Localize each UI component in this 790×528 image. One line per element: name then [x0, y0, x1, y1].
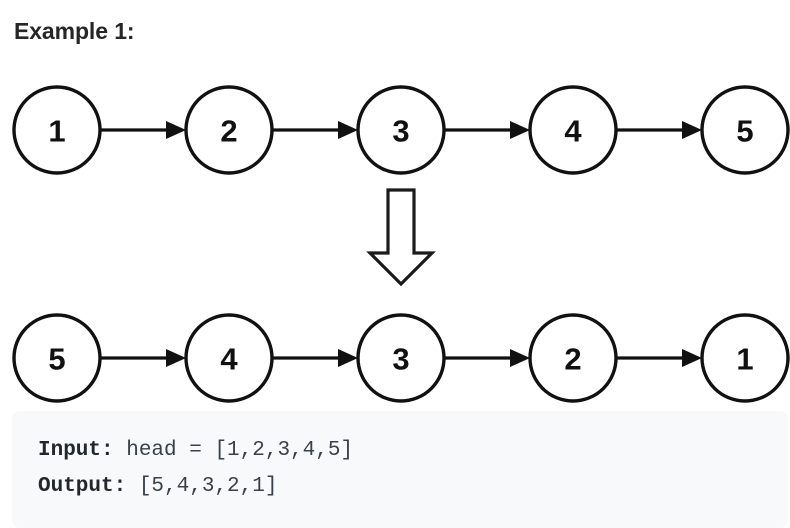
list-node-label: 4	[220, 342, 238, 377]
link-arrow-3-4	[445, 121, 530, 139]
link-arrow-2-1	[617, 349, 702, 367]
link-arrow-4-3	[273, 349, 358, 367]
list-node-label: 4	[564, 114, 582, 149]
list-node: 3	[356, 85, 446, 175]
linked-list-diagram: 1 2 3 4 5	[12, 85, 790, 403]
link-arrow-1-2	[101, 121, 186, 139]
list-node: 2	[528, 313, 618, 403]
link-arrow-5-4	[101, 349, 186, 367]
input-linked-list-row: 1 2 3 4 5	[12, 85, 790, 175]
code-input-value: head = [1,2,3,4,5]	[113, 439, 354, 462]
page-title: Example 1:	[14, 18, 135, 44]
output-linked-list-row: 5 4 3 2 1	[12, 313, 790, 403]
code-input-label: Input:	[38, 439, 114, 462]
list-node: 4	[184, 313, 274, 403]
list-node: 3	[356, 313, 446, 403]
code-output-value: [5,4,3,2,1]	[126, 475, 278, 498]
list-node: 2	[184, 85, 274, 175]
list-node-label: 2	[220, 114, 237, 149]
list-node-label: 2	[564, 342, 581, 377]
list-node-label: 3	[392, 114, 409, 149]
list-node: 1	[700, 313, 790, 403]
code-line-input: Input: head = [1,2,3,4,5]	[38, 433, 788, 469]
link-arrow-4-5	[617, 121, 702, 139]
example-code-block: Input: head = [1,2,3,4,5] Output: [5,4,3…	[12, 411, 788, 528]
code-line-output: Output: [5,4,3,2,1]	[38, 469, 788, 505]
list-node: 5	[12, 313, 102, 403]
list-node: 4	[528, 85, 618, 175]
link-arrow-3-2	[445, 349, 530, 367]
list-node-label: 1	[48, 114, 65, 149]
list-node: 5	[700, 85, 790, 175]
list-node-label: 5	[48, 342, 65, 377]
list-node-label: 1	[736, 342, 753, 377]
code-output-label: Output:	[38, 475, 127, 498]
list-node-label: 5	[736, 114, 753, 149]
list-node-label: 3	[392, 342, 409, 377]
list-node: 1	[12, 85, 102, 175]
down-block-arrow-icon	[366, 188, 436, 287]
link-arrow-2-3	[273, 121, 358, 139]
